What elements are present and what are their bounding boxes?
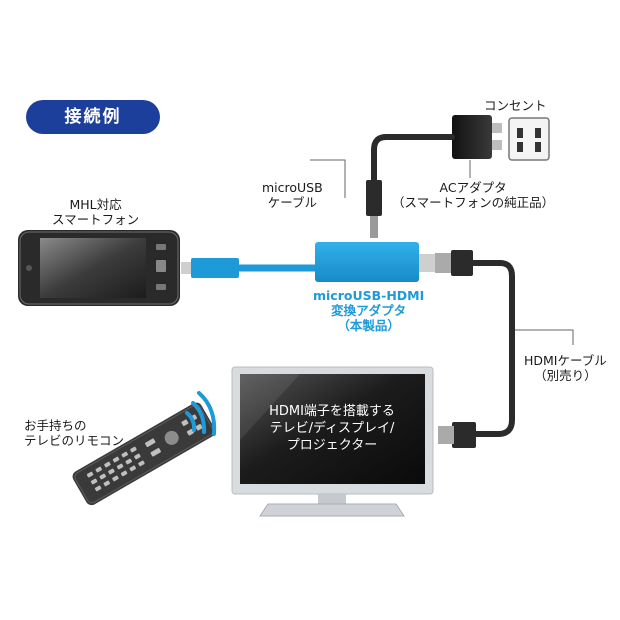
television	[231, 366, 434, 517]
example-badge: 接続例	[26, 100, 160, 134]
ac-adapter	[452, 115, 502, 159]
smartphone-label: MHL対応 スマートフォン	[52, 197, 140, 227]
ac-adapter-label: ACアダプタ （スマートフォンの純正品）	[392, 180, 555, 210]
microusb-cable-label: microUSB ケーブル	[262, 180, 323, 210]
tv-screen-text: HDMI端子を搭載する テレビ/ディスプレイ/ プロジェクター	[269, 404, 395, 453]
adapter-cable	[181, 258, 315, 278]
microusb-hdmi-adapter	[315, 242, 435, 282]
wall-outlet-icon	[508, 117, 550, 161]
signal-waves-icon	[185, 391, 217, 436]
microusb-power-cable	[371, 134, 455, 185]
outlet-label: コンセント	[484, 98, 547, 113]
smartphone	[18, 230, 180, 306]
microusb-plug	[366, 180, 382, 216]
hdmi-cable	[435, 250, 515, 448]
remote-label: お手持ちの テレビのリモコン	[24, 418, 125, 448]
hdmi-cable-label: HDMIケーブル （別売り）	[524, 353, 607, 383]
remote-control	[72, 402, 216, 506]
adapter-label: microUSB-HDMI 変換アダプタ （本製品）	[313, 288, 425, 333]
